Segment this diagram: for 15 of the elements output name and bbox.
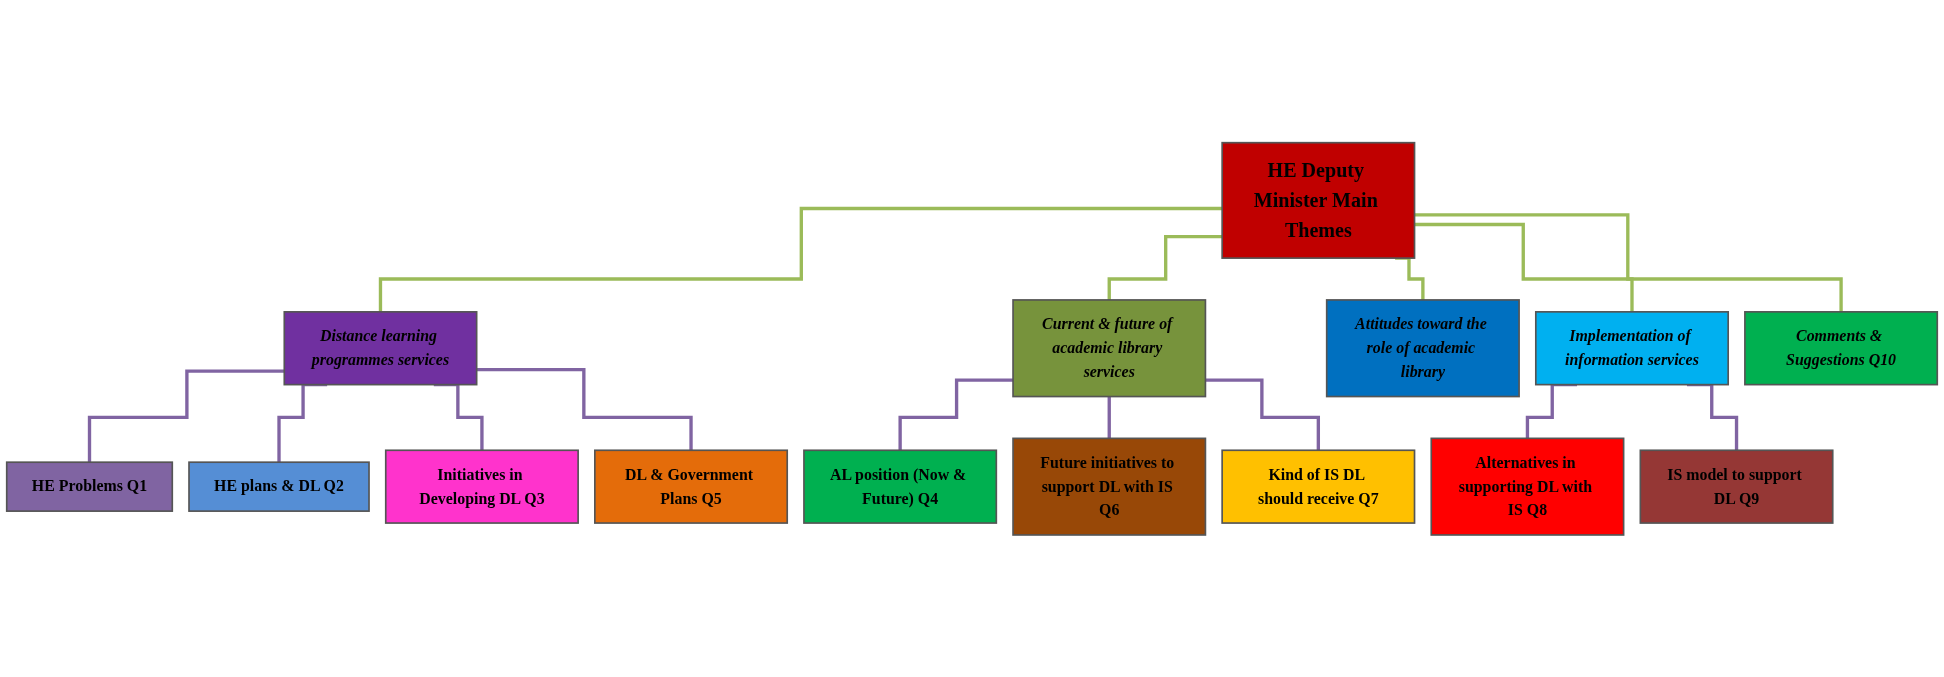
node-box: HE Deputy Minister Main Themes [1221,141,1416,259]
node-box: Comments & Suggestions Q10 [1744,310,1939,386]
node-box: Distance learning programmes services [283,310,478,386]
node-box: Current & future of academic library services [1012,298,1207,398]
node-box: Initiatives in Developing DL Q3 [384,449,579,524]
node-box: Kind of IS DL should receive Q7 [1221,449,1416,524]
node-box: Attitudes toward the role of academic library [1325,298,1520,398]
node-box: IS model to support DL Q9 [1639,449,1834,524]
node-box: Implementation of information services [1534,310,1729,386]
node-box: AL position (Now & Future) Q4 [803,449,998,524]
node-box: HE Problems Q1 [5,461,174,512]
node-box: HE plans & DL Q2 [188,461,370,512]
node-box: DL & Government Plans Q5 [594,449,789,524]
node-box: Alternatives in supporting DL with IS Q8 [1430,437,1625,536]
node-box: Future initiatives to support DL with IS Q6 [1012,437,1207,536]
